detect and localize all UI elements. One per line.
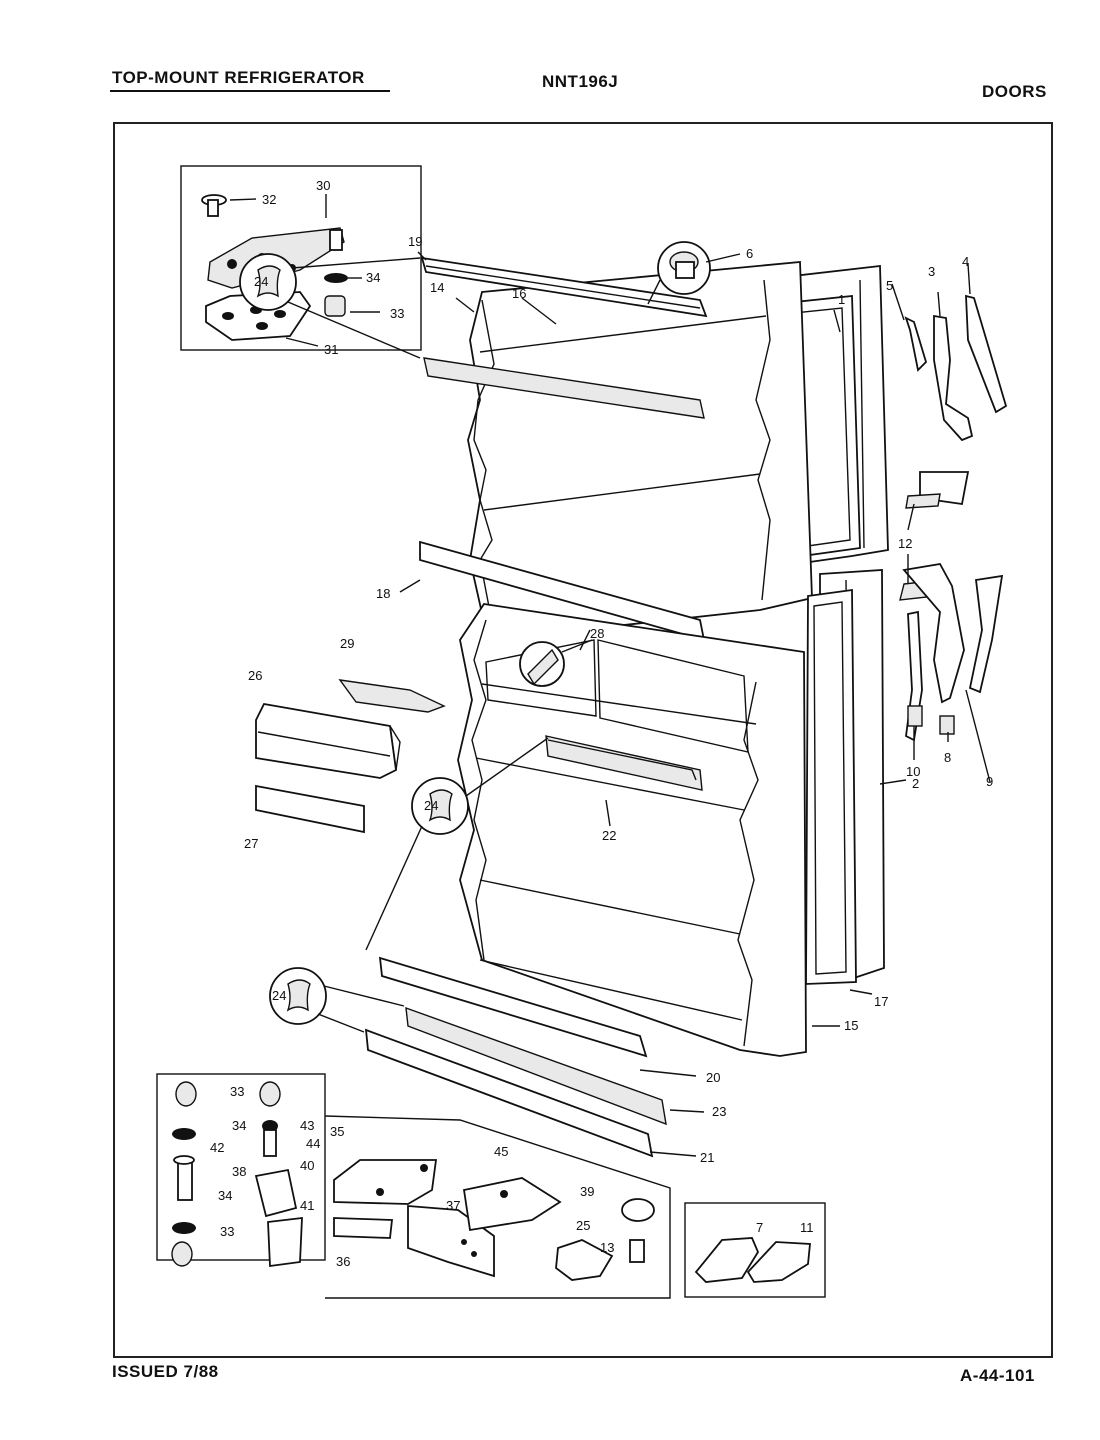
section-name: DOORS xyxy=(982,82,1047,101)
callout-42: 42 xyxy=(210,1140,224,1155)
door-pin-inset xyxy=(647,241,741,305)
callout-1: 1 xyxy=(838,292,845,307)
callout-33-bottom-b: 33 xyxy=(220,1224,234,1239)
diagram-frame xyxy=(113,122,1053,1358)
callout-36: 36 xyxy=(336,1254,350,1269)
issue-date: ISSUED 7/88 xyxy=(112,1362,219,1381)
callout-34-bottom-b: 34 xyxy=(218,1188,232,1203)
callout-24-mid: 24 xyxy=(424,798,438,813)
page-code: A-44-101 xyxy=(960,1366,1035,1385)
callout-24-top: 24 xyxy=(254,274,268,289)
callout-8: 8 xyxy=(944,750,951,765)
callout-12: 12 xyxy=(898,536,912,551)
hinge-cover-inset xyxy=(684,1202,826,1298)
callout-39: 39 xyxy=(580,1184,594,1199)
lower-hinge-hardware xyxy=(324,1115,671,1299)
callout-28: 28 xyxy=(590,626,604,641)
callout-17: 17 xyxy=(874,994,888,1009)
callout-40: 40 xyxy=(300,1158,314,1173)
callout-15: 15 xyxy=(844,1018,858,1033)
callout-35: 35 xyxy=(330,1124,344,1139)
callout-34-bottom-a: 34 xyxy=(232,1118,246,1133)
callout-37: 37 xyxy=(446,1198,460,1213)
callout-13: 13 xyxy=(600,1240,614,1255)
callout-2: 2 xyxy=(912,776,919,791)
callout-23: 23 xyxy=(712,1104,726,1119)
diagram-title: TOP-MOUNT REFRIGERATOR xyxy=(112,68,365,87)
callout-19: 19 xyxy=(408,234,422,249)
callout-31: 31 xyxy=(324,342,338,357)
top-hinge-inset xyxy=(180,165,422,351)
callout-3: 3 xyxy=(928,264,935,279)
callout-44: 44 xyxy=(306,1136,320,1151)
callout-18: 18 xyxy=(376,586,390,601)
callout-10: 10 xyxy=(906,764,920,779)
callout-25: 25 xyxy=(576,1218,590,1233)
callout-27: 27 xyxy=(244,836,258,851)
callout-38: 38 xyxy=(232,1164,246,1179)
callout-45: 45 xyxy=(494,1144,508,1159)
right-hinge-hardware xyxy=(899,294,1008,742)
shelf-retainer-callouts xyxy=(239,253,549,1033)
callout-33-top: 33 xyxy=(390,306,404,321)
callout-7: 7 xyxy=(756,1220,763,1235)
callout-32: 32 xyxy=(262,192,276,207)
callout-33-bottom-a: 33 xyxy=(230,1084,244,1099)
callout-9: 9 xyxy=(986,774,993,789)
freezer-door xyxy=(419,256,889,642)
callout-26: 26 xyxy=(248,668,262,683)
callout-20: 20 xyxy=(706,1070,720,1085)
callout-numbers: 1 2 3 4 5 6 7 8 9 10 11 12 13 14 15 16 1… xyxy=(210,178,993,1269)
callout-41: 41 xyxy=(300,1198,314,1213)
fresh-food-door xyxy=(364,569,885,1158)
callout-16: 16 xyxy=(512,286,526,301)
callout-6: 6 xyxy=(746,246,753,261)
bottom-hinge-inset xyxy=(156,1073,326,1268)
door-handle-parts xyxy=(255,679,446,834)
model-number: NNT196J xyxy=(542,72,619,91)
callout-34-top: 34 xyxy=(366,270,380,285)
callout-22: 22 xyxy=(602,828,616,843)
callout-21: 21 xyxy=(700,1150,714,1165)
callout-5: 5 xyxy=(886,278,893,293)
callout-29: 29 xyxy=(340,636,354,651)
callout-4: 4 xyxy=(962,254,969,269)
leader-lines xyxy=(399,251,991,1157)
callout-43: 43 xyxy=(300,1118,314,1133)
callout-24-bottom: 24 xyxy=(272,988,286,1003)
callout-30: 30 xyxy=(316,178,330,193)
callout-11: 11 xyxy=(800,1220,814,1235)
title-underline xyxy=(110,90,390,92)
callout-14: 14 xyxy=(430,280,444,295)
